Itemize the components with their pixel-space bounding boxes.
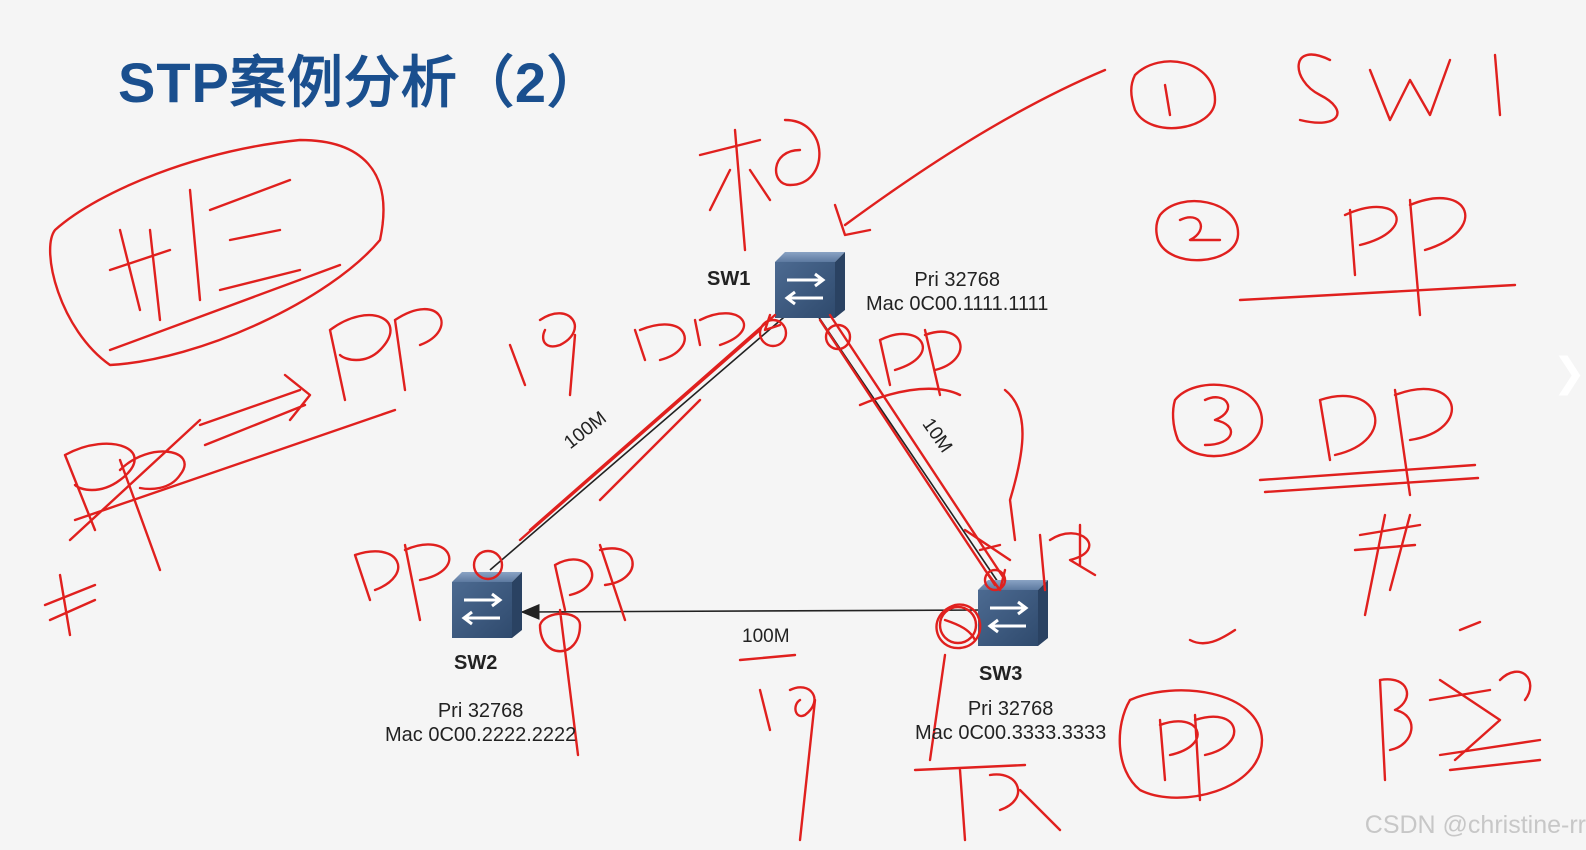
- slide-title: STP案例分析（2）: [118, 51, 605, 114]
- mac-text: Mac 0C00.2222.2222: [385, 724, 577, 746]
- switch-icon-sw1[interactable]: [775, 252, 845, 318]
- handwriting-annotations: [43, 53, 1542, 842]
- switch-icon-sw3[interactable]: [978, 580, 1048, 646]
- switch-info-sw1: Pri 32768 Mac 0C00.1111.1111: [866, 268, 1048, 316]
- switch-label-sw3: SW3: [979, 663, 1023, 685]
- mac-text: Mac 0C00.1111.1111: [866, 293, 1049, 315]
- next-slide-chevron-icon[interactable]: ❯: [1552, 350, 1586, 396]
- switch-label-sw1: SW1: [707, 268, 751, 290]
- priority-text: Pri 32768: [914, 269, 1000, 291]
- switch-icon-sw2[interactable]: [452, 572, 522, 638]
- link-sw1-sw2: [489, 311, 791, 571]
- switch-label-sw2: SW2: [454, 652, 498, 674]
- switch-info-sw2: Pri 32768 Mac 0C00.2222.2222: [385, 699, 576, 747]
- switch-info-sw3: Pri 32768 Mac 0C00.3333.3333: [915, 697, 1106, 745]
- mac-text: Mac 0C00.3333.3333: [915, 722, 1107, 744]
- priority-text: Pri 32768: [967, 698, 1054, 720]
- link-label-sw2-sw3: 100M: [742, 626, 790, 647]
- link-sw3-sw2: [520, 603, 986, 620]
- priority-text: Pri 32768: [437, 700, 524, 722]
- watermark: CSDN @christine-rr: [1364, 811, 1586, 839]
